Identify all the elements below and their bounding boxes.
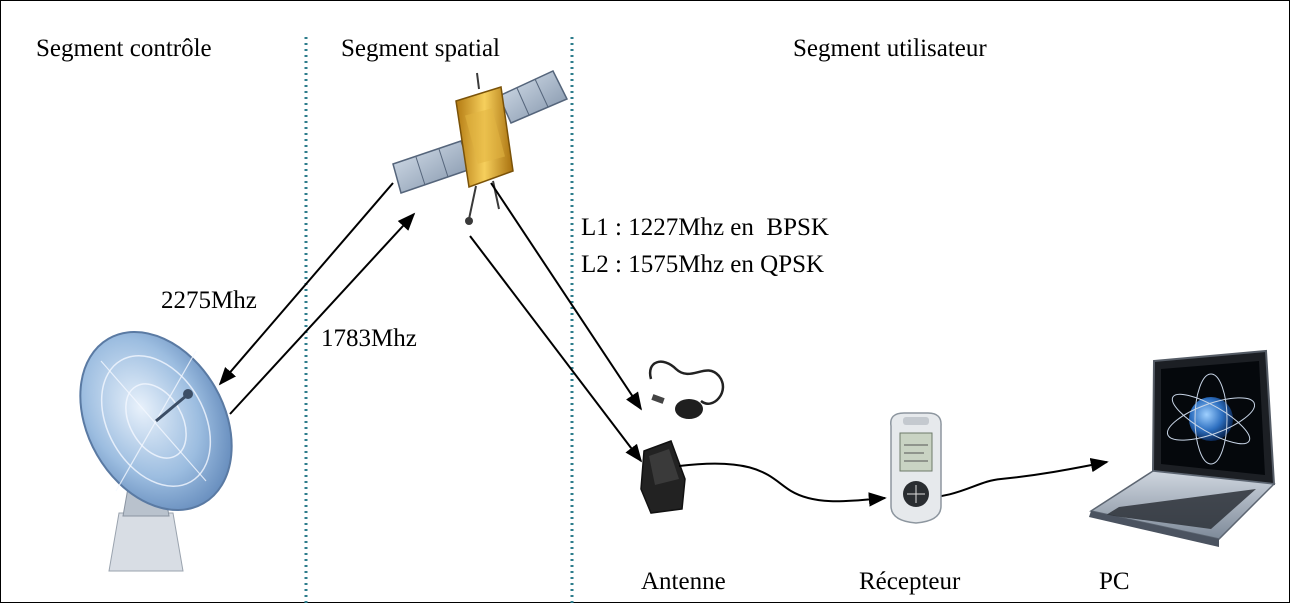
gps-receiver-icon xyxy=(890,412,942,524)
l-band-arrow-antenna xyxy=(469,235,643,463)
uplink-frequency-label: 1783Mhz xyxy=(321,325,417,352)
gps-antenna-icon xyxy=(640,360,725,514)
ground-station-dish-icon xyxy=(79,330,233,572)
l1-band-label: L1 : 1227Mhz en BPSK xyxy=(581,214,829,241)
downlink-frequency-label: 2275Mhz xyxy=(161,287,257,314)
l-band-arrow-cable xyxy=(490,182,642,411)
pc-label: PC xyxy=(1099,568,1130,595)
receiver-label: Récepteur xyxy=(859,568,961,595)
uplink-arrow xyxy=(229,212,416,415)
satellite-icon xyxy=(392,70,569,225)
downlink-arrow xyxy=(218,182,394,386)
cable-receiver-pc xyxy=(916,458,1109,499)
segment-control-label: Segment contrôle xyxy=(36,35,212,62)
segment-space-label: Segment spatial xyxy=(341,35,500,62)
cable-antenna-receiver xyxy=(678,462,887,507)
l2-band-label: L2 : 1575Mhz en QPSK xyxy=(581,251,825,278)
laptop-pc-icon xyxy=(1089,349,1276,547)
segment-user-label: Segment utilisateur xyxy=(793,35,987,62)
antenna-label: Antenne xyxy=(641,568,726,595)
